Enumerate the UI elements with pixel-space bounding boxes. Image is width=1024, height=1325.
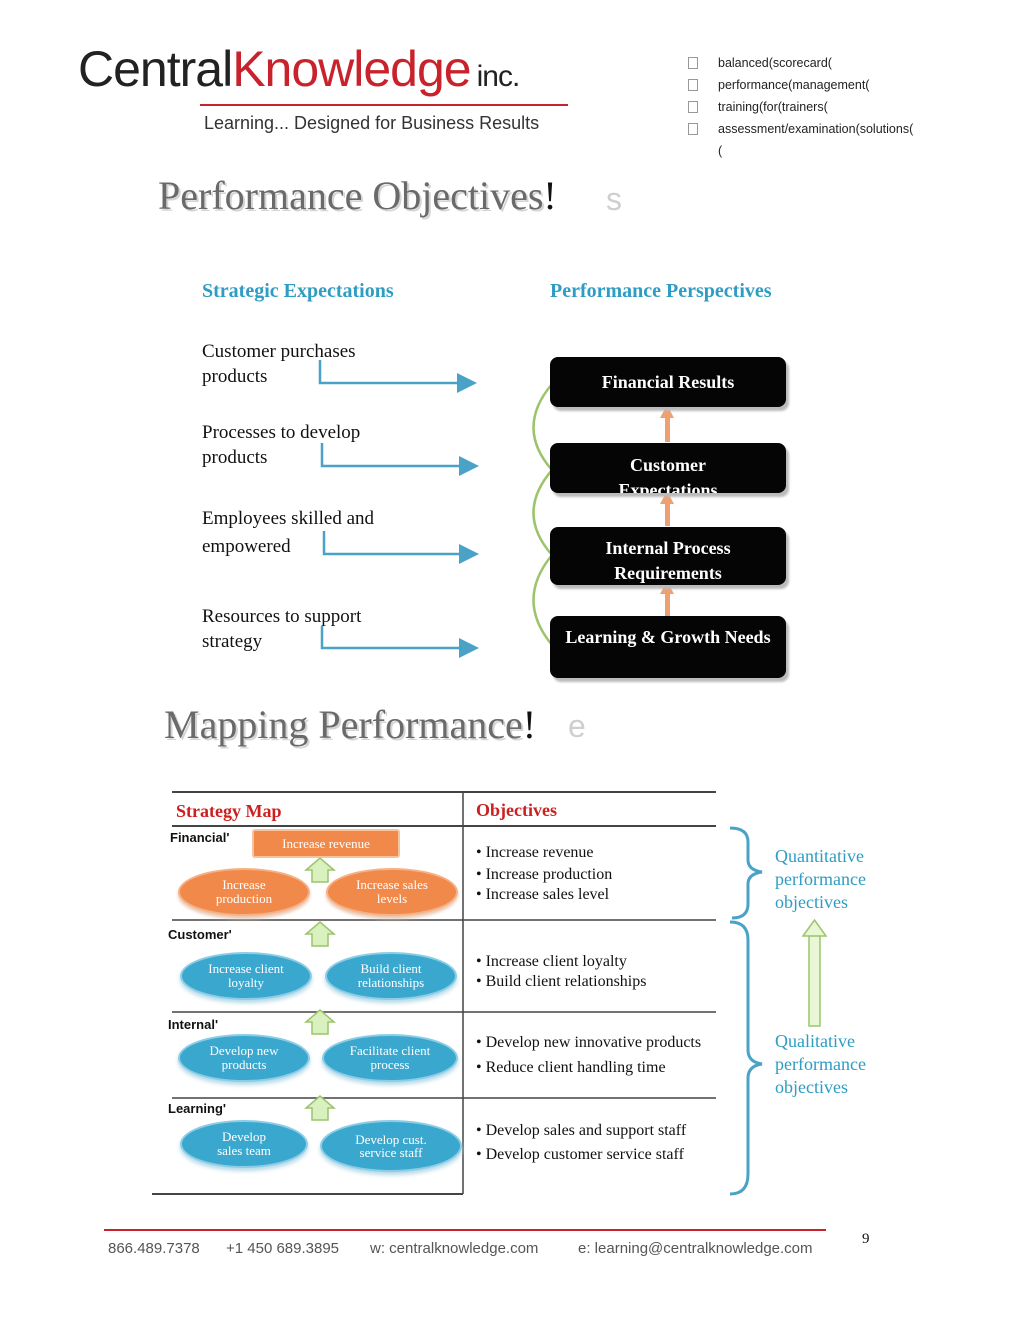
title-ghost-letter: e bbox=[568, 708, 586, 744]
layer-up-arrow bbox=[303, 857, 337, 883]
node-increase-client-loyalty: Increase client loyalty bbox=[180, 952, 312, 1000]
objectives-connectors bbox=[318, 360, 674, 658]
node-increase-revenue: Increase revenue bbox=[252, 829, 400, 858]
footer-website: w: centralknowledge.com bbox=[370, 1240, 539, 1257]
perspective-link-curve bbox=[532, 554, 553, 646]
checkbox-icon bbox=[688, 57, 698, 69]
node-develop-sales-team: Develop sales team bbox=[180, 1120, 308, 1168]
logo-divider bbox=[200, 104, 568, 106]
expectation-arrow bbox=[320, 443, 479, 476]
layer-internal: Internal' bbox=[168, 1017, 219, 1032]
node-increase-production: Increase production bbox=[178, 868, 310, 916]
perspective-up-arrow bbox=[665, 500, 670, 526]
layer-financial: Financial' bbox=[170, 830, 230, 845]
service-item: assessment/examination(solutions( bbox=[688, 118, 913, 140]
expectation-resources: Resources to support strategy bbox=[202, 606, 362, 652]
objective-item: • Develop new innovative products bbox=[476, 1034, 702, 1051]
node-develop-service-staff: Develop cust. service staff bbox=[320, 1120, 462, 1172]
checkbox-icon bbox=[688, 101, 698, 113]
service-item: balanced(scorecard( bbox=[688, 52, 913, 74]
expectation-processes: Processes to develop products bbox=[202, 422, 361, 468]
service-item: training(for(trainers( bbox=[688, 96, 913, 118]
service-item: performance(management( bbox=[688, 74, 913, 96]
objective-item: • Develop customer service staff bbox=[476, 1146, 684, 1163]
title-ghost-letter: s bbox=[606, 181, 622, 217]
node-increase-sales-levels: Increase sales levels bbox=[326, 868, 458, 916]
footer-rule bbox=[104, 1229, 826, 1231]
objectives-heading: Objectives bbox=[476, 800, 557, 820]
checkbox-icon bbox=[688, 123, 698, 135]
strategy-map-grid bbox=[152, 791, 828, 1196]
expectation-arrow bbox=[320, 626, 479, 658]
layer-customer: Customer' bbox=[168, 927, 232, 942]
section-title-mapping: Mapping Performance! bbox=[164, 702, 537, 747]
layer-up-arrow bbox=[303, 1009, 337, 1035]
objective-item: • Increase revenue bbox=[476, 844, 594, 861]
expectation-employees: Employees skilled and empowered bbox=[202, 508, 375, 557]
perspective-link-curve bbox=[532, 383, 553, 471]
perspective-link-curve bbox=[532, 469, 553, 556]
perspective-learning: Learning & Growth Needs bbox=[550, 616, 786, 678]
service-trailing: ( bbox=[718, 144, 723, 158]
section-title-objectives: Performance Objectives! bbox=[158, 173, 557, 218]
objective-item: • Increase sales level bbox=[476, 886, 610, 903]
node-develop-new-products: Develop new products bbox=[178, 1034, 310, 1082]
objective-item: • Increase production bbox=[476, 866, 613, 883]
checkbox-icon bbox=[688, 79, 698, 91]
logo-tagline: Learning... Designed for Business Result… bbox=[204, 113, 540, 133]
qualitative-to-quantitative-arrow bbox=[801, 918, 828, 1027]
objective-item: • Reduce client handling time bbox=[476, 1059, 666, 1076]
performance-perspectives-heading: Performance Perspectives bbox=[550, 280, 772, 302]
layer-learning: Learning' bbox=[168, 1101, 226, 1116]
expectation-arrow bbox=[322, 531, 479, 564]
perspective-up-arrow bbox=[665, 590, 670, 616]
objective-item: • Build client relationships bbox=[476, 973, 647, 990]
quantitative-label: Quantitative performance objectives bbox=[775, 846, 866, 912]
strategic-expectations-heading: Strategic Expectations bbox=[202, 280, 394, 302]
perspective-internal: Internal Process Requirements bbox=[550, 527, 786, 585]
strategy-map-heading: Strategy Map bbox=[176, 801, 282, 821]
layer-up-arrow bbox=[303, 1095, 337, 1121]
qualitative-brace bbox=[729, 920, 763, 1196]
objective-item: • Increase client loyalty bbox=[476, 953, 627, 970]
footer-phone-2: +1 450 689.3895 bbox=[226, 1240, 340, 1257]
objective-item: • Develop sales and support staff bbox=[476, 1122, 687, 1139]
perspective-customer: Customer Expectations bbox=[550, 443, 786, 493]
footer-email: e: learning@centralknowledge.com bbox=[578, 1240, 813, 1257]
page-number: 9 bbox=[862, 1231, 870, 1247]
expectation-customer: Customer purchases products bbox=[202, 341, 356, 387]
node-facilitate-client-process: Facilitate client process bbox=[322, 1034, 458, 1082]
perspective-up-arrow bbox=[665, 414, 670, 442]
expectation-arrow bbox=[318, 360, 477, 393]
layer-up-arrow bbox=[303, 921, 337, 947]
quantitative-brace bbox=[729, 826, 763, 920]
qualitative-label: Qualitative performance objectives bbox=[775, 1031, 866, 1097]
service-list: balanced(scorecard( performance(manageme… bbox=[688, 52, 913, 162]
perspective-financial: Financial Results bbox=[550, 357, 786, 407]
node-build-client-relationships: Build client relationships bbox=[325, 952, 457, 1000]
footer-phone-1: 866.489.7378 bbox=[108, 1240, 200, 1257]
